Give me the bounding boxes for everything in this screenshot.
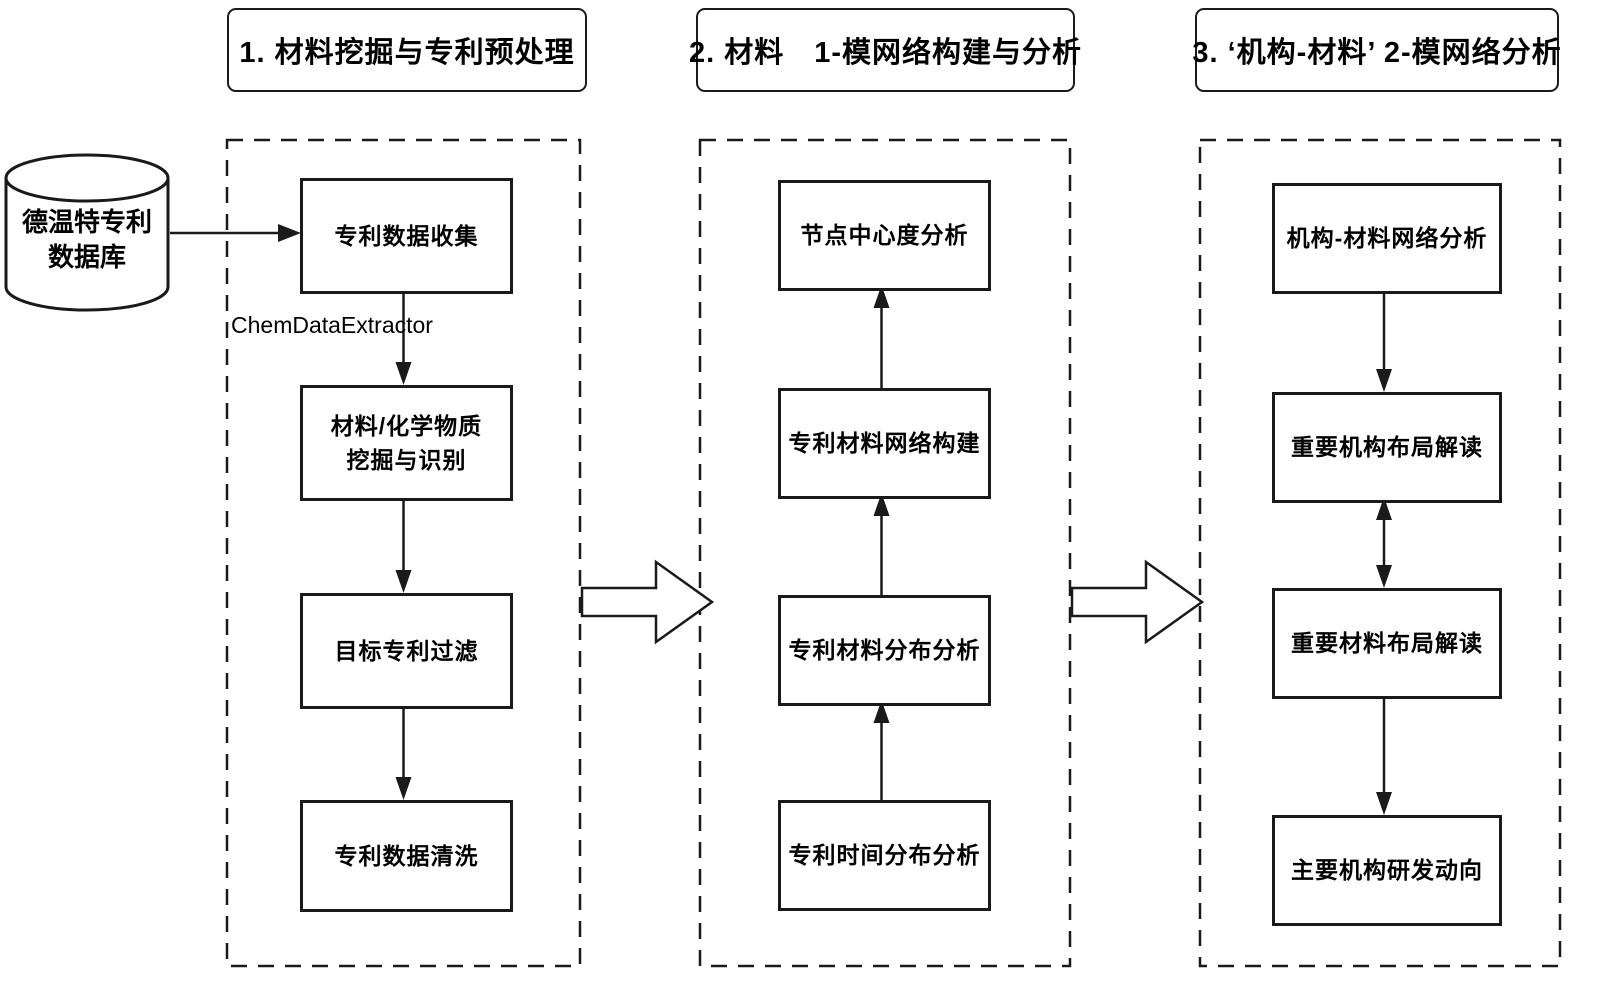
process-box-key-institution-layout-interpretation: 重要机构布局解读	[1272, 392, 1502, 503]
stage1-title: 1. 材料挖掘与专利预处理	[227, 8, 587, 92]
down-arrowhead-icon	[395, 777, 412, 800]
right-arrowhead-icon	[278, 224, 301, 242]
process-box-patent-time-distribution-analysis: 专利时间分布分析	[778, 800, 991, 911]
down-arrowhead-icon	[395, 570, 412, 593]
down-arrowhead-icon	[1376, 369, 1392, 392]
stage2-to-stage3-hollow-arrow-icon	[1070, 559, 1205, 645]
up-arrowhead-icon	[1376, 497, 1392, 520]
process-box-material-chemical-mining: 材料/化学物质 挖掘与识别	[300, 385, 513, 501]
process-box-target-patent-filtering: 目标专利过滤	[300, 593, 513, 709]
database-label-line1: 德温特专利	[21, 207, 152, 237]
database-cylinder-body	[4, 178, 170, 312]
stage2-dashed-container	[698, 138, 1072, 968]
database-label-line2: 数据库	[47, 242, 126, 273]
stage3-dashed-container	[1198, 138, 1562, 968]
process-box-major-institution-rd-trends: 主要机构研发动向	[1272, 815, 1502, 926]
stage2-title: 2. 材料 1-模网络构建与分析	[689, 8, 1081, 92]
process-box-line2: 挖掘与识别	[346, 447, 467, 473]
process-box-line1: 材料/化学物质	[330, 412, 483, 439]
down-arrowhead-icon	[395, 362, 412, 385]
process-box-node-centrality-analysis: 节点中心度分析	[778, 180, 991, 291]
up-arrowhead-icon	[873, 493, 890, 516]
process-box-key-material-layout-interpretation: 重要材料布局解读	[1272, 588, 1502, 699]
process-box-patent-material-network-construction: 专利材料网络构建	[778, 388, 991, 499]
stage1-to-stage2-hollow-arrow-icon	[580, 559, 715, 645]
process-box-patent-material-distribution-analysis: 专利材料分布分析	[778, 595, 991, 706]
stage3-title: 3. ‘机构-材料’ 2-模网络分析	[1192, 8, 1561, 92]
database-label: 德温特专利 数据库	[6, 205, 168, 275]
process-box-patent-data-collection: 专利数据收集	[300, 178, 513, 294]
down-arrowhead-icon	[1376, 565, 1392, 588]
up-arrowhead-icon	[873, 285, 890, 308]
down-arrowhead-icon	[1376, 792, 1392, 815]
up-arrowhead-icon	[873, 700, 890, 723]
chemdataextractor-label: ChemDataExtractor	[231, 312, 433, 338]
process-box-institution-material-network-analysis: 机构-材料网络分析	[1272, 183, 1502, 294]
database-cylinder-top	[4, 153, 170, 203]
stage1-dashed-container	[225, 138, 582, 968]
process-box-patent-data-cleaning: 专利数据清洗	[300, 800, 513, 912]
